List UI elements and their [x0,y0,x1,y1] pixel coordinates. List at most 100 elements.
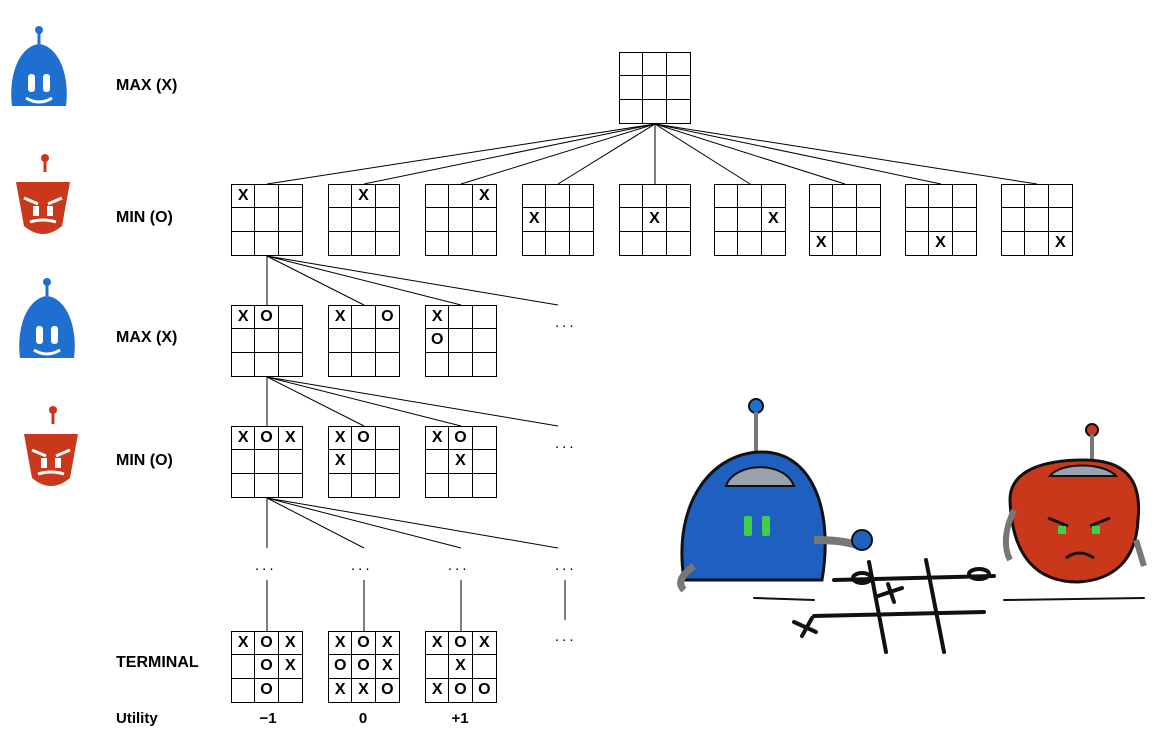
board-cell [426,208,450,232]
board-cell [329,231,353,255]
board-cell: X [426,306,450,330]
min-robot-icon [16,154,70,234]
max-robot-icon [11,26,67,106]
board-cell [376,353,399,376]
board-cell [1002,185,1026,209]
tree-edge [266,497,462,549]
board-cell [279,353,302,376]
board-cell: O [478,681,491,699]
robots-playing-illustration [677,398,1147,654]
board-cell [232,450,256,474]
board-cell [1048,208,1072,232]
board-cell [952,208,976,232]
board-level1: X [809,184,881,256]
board-cell [329,473,353,497]
tree-edge [266,255,462,306]
tree-edge [266,497,365,549]
board-cell [523,185,547,209]
board-cell [473,353,496,376]
tree-edge [363,123,656,185]
board-cell: O [255,306,279,330]
board-cell [426,473,450,497]
board-cell: X [329,427,353,451]
tree-edge [460,123,656,185]
board-cell: O [449,427,473,451]
board-cell [643,76,667,100]
board-cell [833,231,857,255]
board-cell [643,99,667,123]
board-level1: X [1001,184,1073,256]
board-cell [546,208,570,232]
board-cell [929,208,953,232]
board-cell [620,231,644,255]
board-cell [546,231,570,255]
board-cell [666,208,690,232]
board-cell [715,185,739,209]
board-cell: O [449,678,473,702]
level-label-max: MAX (X) [116,329,178,346]
board-cell [570,232,593,255]
board-cell [426,450,450,474]
board-cell: X [426,678,450,702]
board-cell: X [761,208,785,232]
board-cell [279,474,302,497]
board-cell [906,185,930,209]
board-cell [1002,231,1026,255]
board-cell: O [329,655,353,679]
board-cell [352,231,376,255]
board-cell [472,450,496,474]
board-cell: X [329,632,353,656]
board-cell [279,232,302,255]
board-cell [643,53,667,77]
level-label-max: MAX (X) [116,77,178,94]
board-cell [449,208,473,232]
board-cell [329,352,353,376]
board-cell [857,232,880,255]
board-cell [666,53,690,77]
board-cell [329,185,353,209]
board-cell: X [472,185,496,209]
board-cell [255,329,279,353]
tree-edge [266,255,559,306]
board-cell [426,231,450,255]
board-cell [620,76,644,100]
board-cell [761,185,785,209]
board-cell [620,53,644,77]
board-cell: X [232,427,256,451]
board-cell [620,99,644,123]
board-cell [278,329,302,353]
board-level1: X [619,184,691,256]
board-cell [232,352,256,376]
board-cell [255,185,279,209]
board-cell [375,427,399,451]
board-cell: X [449,450,473,474]
board-cell [255,450,279,474]
board-level1: X [231,184,303,256]
board-cell [278,185,302,209]
board-cell [449,329,473,353]
board-cell [715,231,739,255]
board-cell: O [381,681,394,699]
utility-value: −1 [259,710,277,727]
board-cell [473,232,496,255]
board-cell [762,232,785,255]
board-cell: X [278,427,302,451]
board-cell [856,208,880,232]
board-cell: O [352,632,376,656]
board-cell: O [255,632,279,656]
board-level1: X [522,184,594,256]
board-cell [352,473,376,497]
tree-edge [654,123,846,185]
board-level1: X [905,184,977,256]
board-cell [376,474,399,497]
board-cell [352,306,376,330]
board-level1: X [328,184,400,256]
board-cell [856,185,880,209]
